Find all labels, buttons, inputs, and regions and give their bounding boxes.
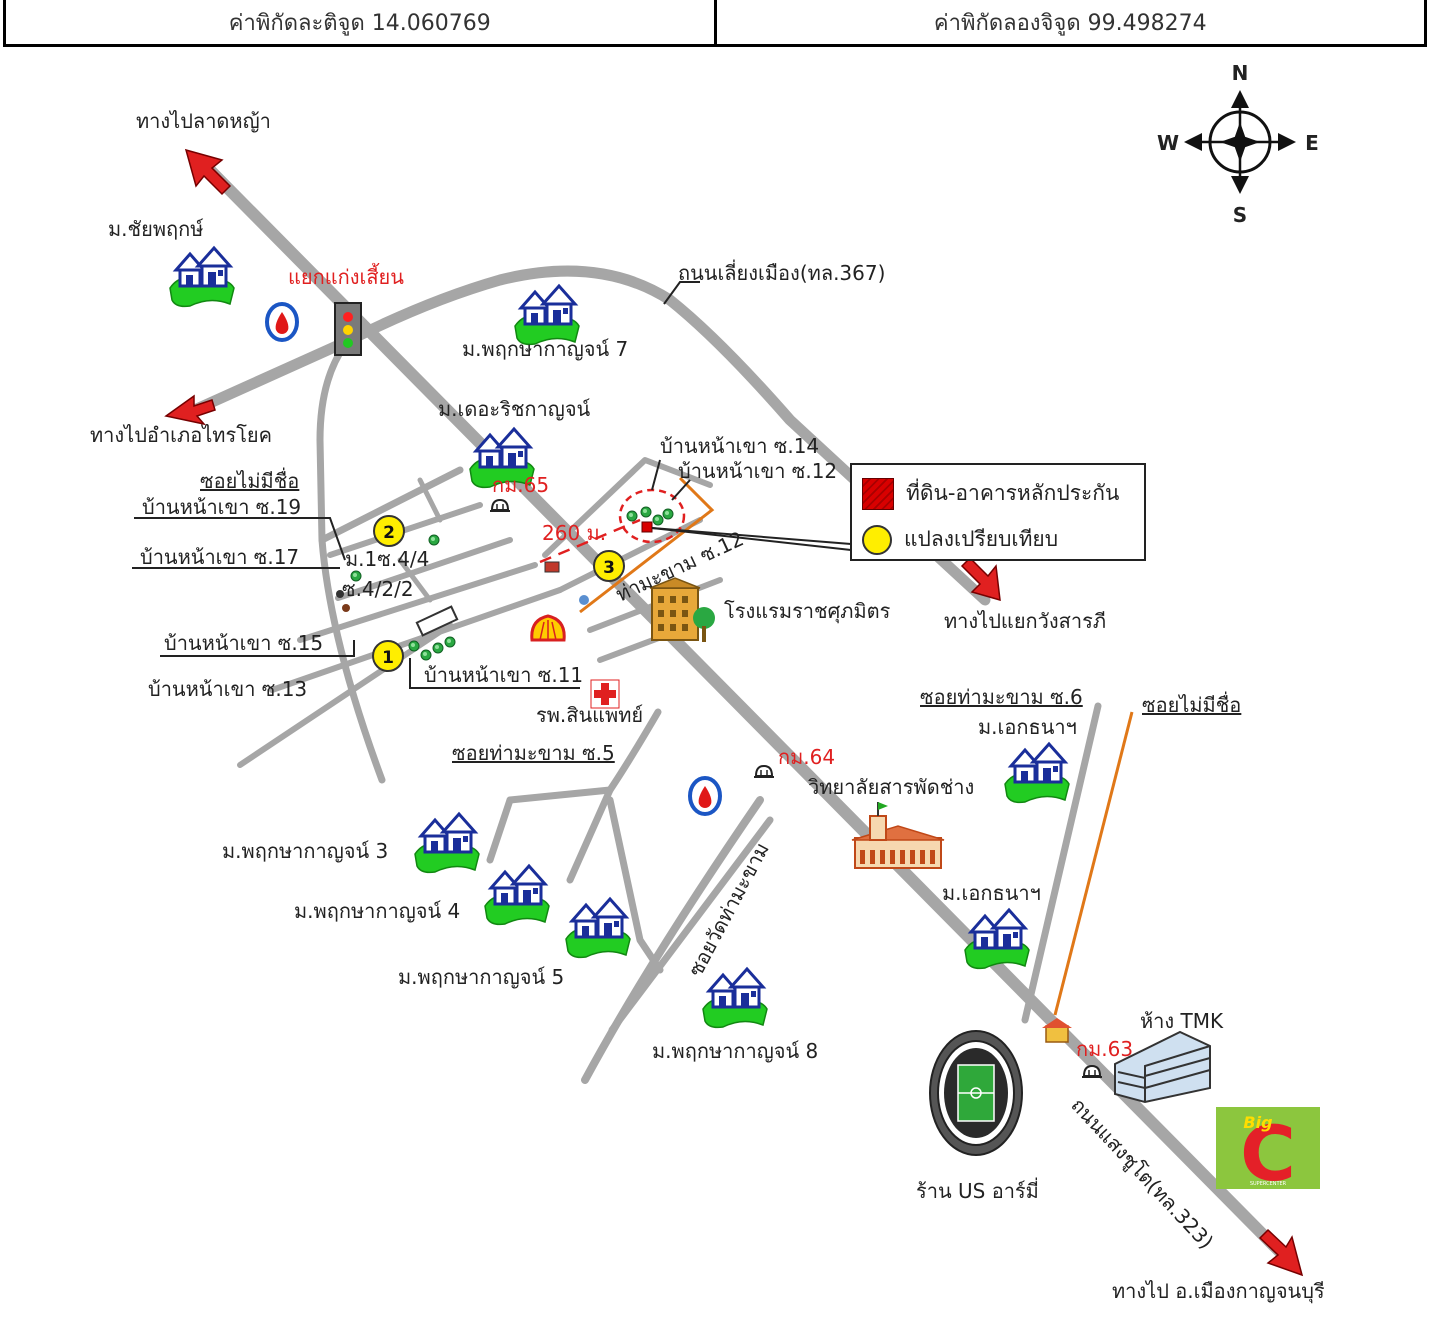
ekthana-2-label: ม.เอกธนาฯ [942, 881, 1041, 905]
phruksa-5-label: ม.พฤกษากาญจน์ 5 [398, 965, 564, 989]
distance-label: 260 ม. [542, 521, 606, 545]
college-label: วิทยาลัยสารพัดช่าง [808, 775, 974, 799]
ban-na-khao-14-label: บ้านหน้าเขา ซ.14 [660, 434, 819, 458]
soi-no-name-right-label: ซอยไม่มีชื่อ [1142, 691, 1241, 717]
dest-lat-ya: ทางไปลาดหญ้า [136, 109, 271, 133]
small-soi-2-label: ซ.4/2/2 [342, 577, 414, 601]
phruksa-3-label: ม.พฤกษากาญจน์ 3 [222, 839, 388, 863]
km64-label: กม.64 [778, 745, 835, 769]
arrow-wang-sarapee-icon [960, 556, 1001, 602]
phruksa-4-label: ม.พฤกษากาญจน์ 4 [294, 899, 460, 923]
bypass-label: ถนนเลี่ยงเมือง(ทล.367) [678, 259, 885, 285]
km-post-icon [753, 765, 775, 778]
leader-lines [132, 281, 852, 689]
ptt-station-icon [265, 302, 299, 342]
village-phruksa-7-icon [513, 284, 581, 346]
ban-na-khao-12-label: บ้านหน้าเขา ซ.12 [678, 459, 837, 483]
ban-na-khao-11-label: บ้านหน้าเขา ซ.11 [424, 663, 583, 687]
chai-phruek-label: ม.ชัยพฤกษ์ [108, 217, 204, 241]
college-icon [851, 802, 945, 869]
legend-comparable-label: แปลงเปรียบเทียบ [904, 527, 1059, 551]
village-phruksa-8-icon [701, 967, 769, 1029]
arrow-lat-ya-icon [184, 148, 232, 196]
comparable-markers: 1 2 3 [372, 515, 625, 672]
arrow-muang-icon [1258, 1228, 1304, 1277]
small-markers [336, 506, 674, 661]
hospital-icon [590, 679, 620, 709]
dest-wang-sarapee: ทางไปแยกวังสารภี [944, 609, 1106, 633]
village-ekthana-2-icon [963, 908, 1031, 970]
coordinates-bar: ค่าพิกัดละติจูด 14.060769 ค่าพิกัดลองจิจ… [3, 0, 1427, 47]
village-ekthana-1-icon [1003, 742, 1071, 804]
tmk-label: ห้าง TMK [1140, 1009, 1224, 1033]
longitude-cell: ค่าพิกัดลองจิจูด 99.498274 [713, 0, 1425, 44]
km-post-icon [489, 499, 511, 512]
comparable-swatch-icon [862, 524, 892, 555]
svg-text:3: 3 [603, 558, 615, 578]
legend-box: ที่ดิน-อาคารหลักประกัน แปลงเปรียบเทียบ [850, 463, 1146, 561]
bigc-sub: SUPERCENTER [1250, 1181, 1287, 1187]
bigc-big: Big [1243, 1113, 1272, 1132]
compass-n: N [1232, 61, 1249, 85]
traffic-light-icon [334, 302, 362, 356]
small-soi-1-label: ม.1ซ.4/4 [345, 547, 429, 571]
legend-collateral-label: ที่ดิน-อาคารหลักประกัน [906, 481, 1120, 505]
tha-makham-6-label: ซอยท่ามะขาม ซ.6 [920, 685, 1083, 709]
us-army-label: ร้าน US อาร์มี่ [916, 1177, 1039, 1203]
junction-label: แยกแก่งเสี้ยน [288, 263, 404, 289]
stadium-icon [929, 1030, 1023, 1156]
ban-na-khao-15-label: บ้านหน้าเขา ซ.15 [164, 631, 323, 655]
village-chai-phruek-icon [168, 246, 236, 308]
bigc-logo: C Big SUPERCENTER [1216, 1107, 1320, 1198]
dest-sai-yok: ทางไปอำเภอไทรโยค [90, 423, 272, 447]
village-phruksa-4-icon [483, 864, 551, 926]
orange-roads [579, 476, 1134, 1016]
map-labels: ทางไปลาดหญ้า ทางไปอำเภอไทรโยค ทางไปแยกวั… [90, 109, 1325, 1304]
ptt-station-icon [688, 776, 722, 816]
compass-s: S [1233, 203, 1247, 227]
compass-w: W [1157, 131, 1179, 155]
comparable-1-icon: 1 [372, 640, 404, 672]
village-phruksa-5-icon [564, 897, 632, 959]
km63-label: กม.63 [1076, 1037, 1133, 1061]
svg-text:1: 1 [382, 648, 394, 668]
wat-tha-makham-label: ซอยวัดท่ามะขาม [683, 838, 774, 980]
ban-na-khao-19-label: บ้านหน้าเขา ซ.19 [142, 495, 301, 519]
dest-muang: ทางไป อ.เมืองกาญจนบุรี [1112, 1279, 1325, 1304]
tmk-building-icon [1114, 1030, 1211, 1104]
compass-e: E [1305, 131, 1319, 155]
ekthana-1-label: ม.เอกธนาฯ [978, 715, 1077, 739]
bigc-c: C [1240, 1109, 1296, 1198]
km65-label: กม.65 [492, 473, 549, 497]
road-saeng-chuto [194, 154, 1296, 1268]
collateral-swatch-icon [862, 477, 894, 510]
legend-comparable: แปลงเปรียบเทียบ [862, 523, 1058, 556]
latitude-cell: ค่าพิกัดละติจูด 14.060769 [228, 10, 491, 36]
village-phruksa-3-icon [413, 812, 481, 874]
ban-na-khao-13-label: บ้านหน้าเขา ซ.13 [148, 677, 307, 701]
arrow-sai-yok-icon [164, 394, 216, 426]
the-rich-label: ม.เดอะริชกาญจน์ [438, 397, 591, 421]
compass-icon [1184, 90, 1296, 194]
phruksa-7-label: ม.พฤกษากาญจน์ 7 [462, 337, 628, 361]
direction-arrows [164, 148, 1304, 1277]
legend-collateral: ที่ดิน-อาคารหลักประกัน [862, 477, 1119, 510]
comparable-3-icon: 3 [593, 550, 625, 582]
hotel-icon [649, 577, 715, 642]
shrine-icon [1042, 1018, 1072, 1043]
shell-station-icon [530, 614, 566, 642]
road-bypass [184, 265, 991, 606]
soi-no-name-left-label: ซอยไม่มีชื่อ [200, 467, 299, 493]
phruksa-8-label: ม.พฤกษากาญจน์ 8 [652, 1039, 818, 1063]
tha-makham-5-label: ซอยท่ามะขาม ซ.5 [452, 741, 615, 765]
hotel-label: โรงแรมราชศุภมิตร [724, 599, 891, 624]
hospital-label: รพ.สินแพทย์ [536, 703, 643, 727]
ban-na-khao-17-label: บ้านหน้าเขา ซ.17 [140, 545, 299, 569]
comparable-2-icon: 2 [373, 515, 405, 547]
svg-text:2: 2 [383, 523, 395, 543]
